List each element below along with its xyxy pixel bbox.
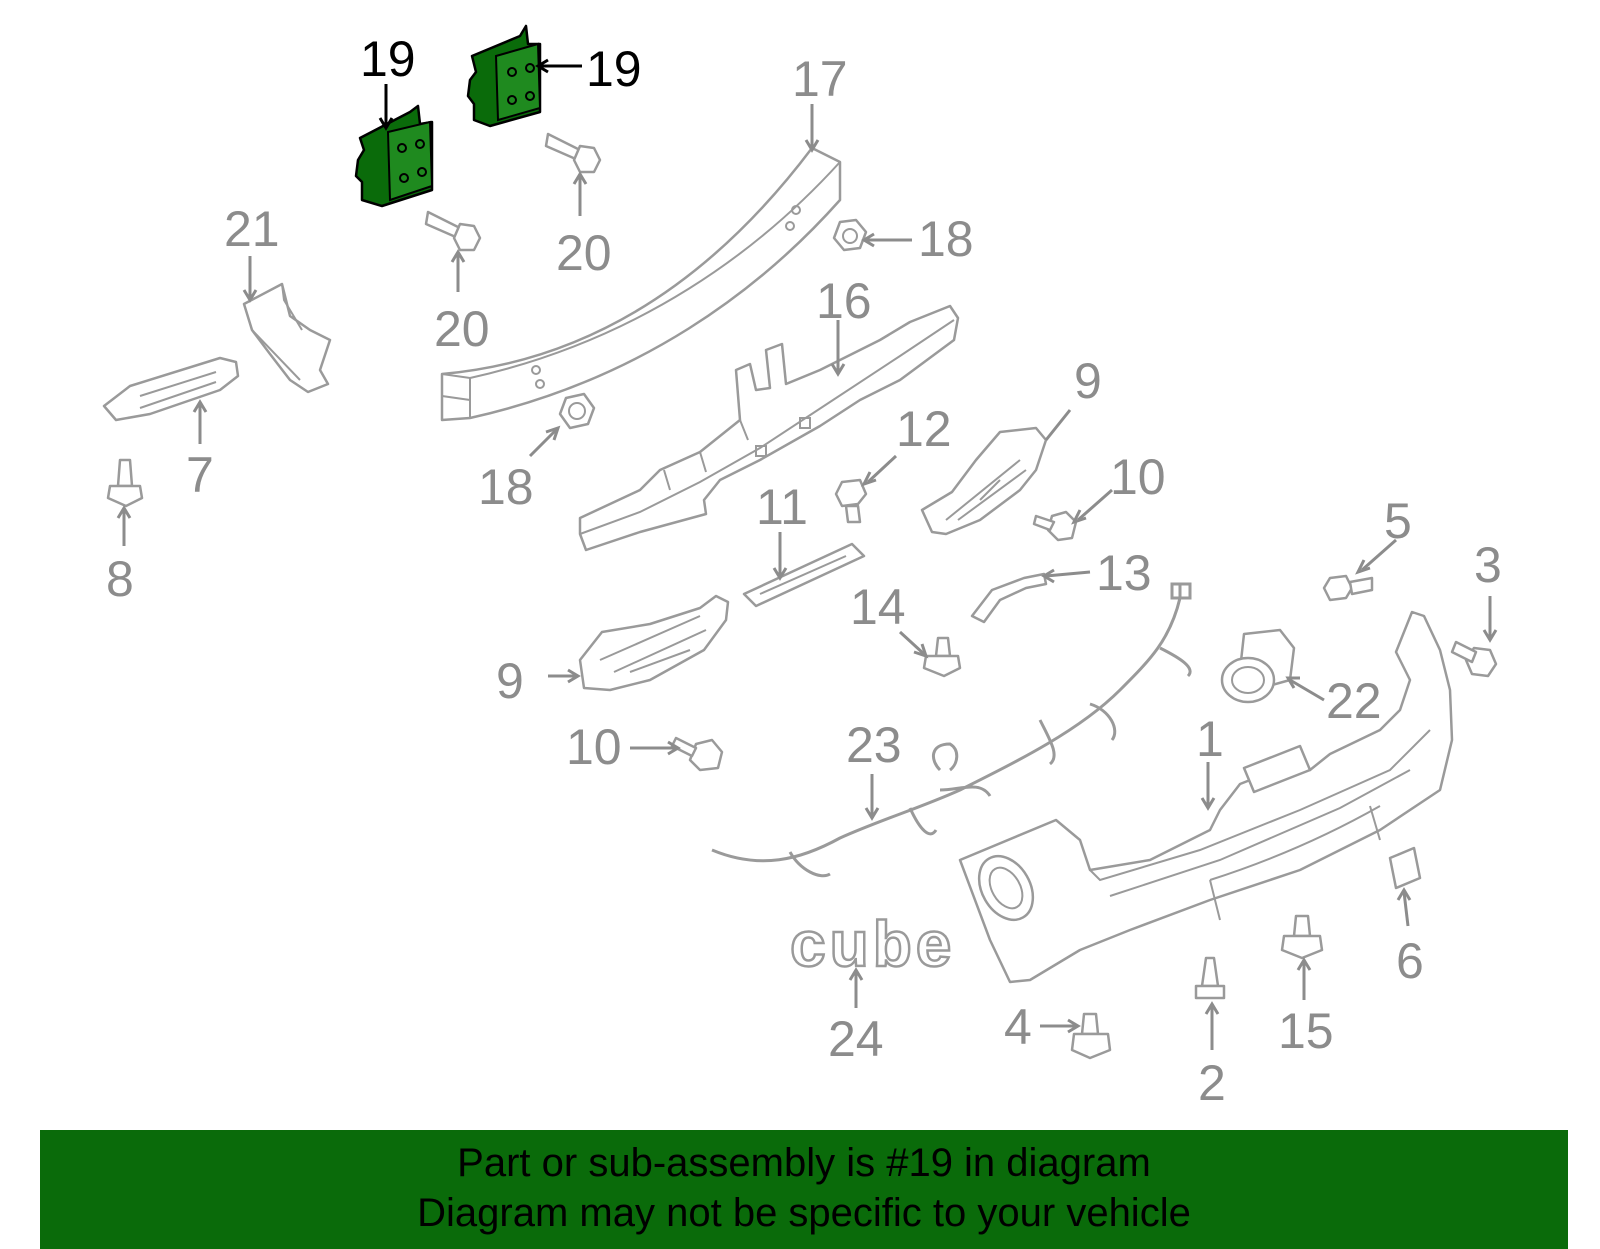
part-7-side-trim[interactable]	[102, 356, 240, 422]
callout-7: 7	[186, 447, 214, 503]
callout-21: 21	[224, 201, 280, 257]
callout-22: 22	[1326, 673, 1382, 729]
part-1-bumper-cover[interactable]	[958, 610, 1454, 984]
callout-9-upper: 9	[1074, 353, 1102, 409]
part-16-energy-absorber[interactable]	[578, 304, 960, 552]
part-3-bolt[interactable]	[1450, 640, 1498, 678]
callout-16: 16	[816, 273, 872, 329]
callout-20-lower: 20	[434, 301, 490, 357]
part-2-push-pin[interactable]	[1194, 956, 1226, 1000]
part-9-bracket-upper[interactable]	[920, 426, 1048, 536]
part-18-nut-lower[interactable]	[558, 392, 596, 430]
part-10-bolt-upper[interactable]	[1032, 510, 1078, 542]
part-24-emblem[interactable]: cube	[789, 907, 955, 982]
callout-20-upper: 20	[556, 225, 612, 281]
svg-text:cube: cube	[790, 908, 955, 980]
part-6-clip[interactable]	[1388, 846, 1422, 890]
callout-9-lower: 9	[496, 653, 524, 709]
callout-18-lower: 18	[478, 459, 534, 515]
callout-labels: 19 19 17 18 20 20 21 16 9 12 7 18 10 11 …	[106, 31, 1502, 1111]
part-20-bolt-upper[interactable]	[544, 132, 602, 174]
part-8-screw[interactable]	[106, 458, 144, 508]
callout-11: 11	[756, 479, 808, 535]
callout-10-lower: 10	[566, 719, 622, 775]
part-11-plate[interactable]	[742, 542, 866, 608]
part-15-clip[interactable]	[1280, 914, 1324, 960]
part-14-clip[interactable]	[922, 636, 962, 678]
callout-4: 4	[1004, 999, 1032, 1055]
callout-12: 12	[896, 401, 952, 457]
part-19-bracket-left[interactable]	[354, 104, 434, 208]
part-22-parking-sensor[interactable]	[1220, 628, 1296, 704]
part-12-bolt[interactable]	[834, 478, 868, 524]
callout-24: 24	[828, 1011, 884, 1067]
part-18-nut-upper[interactable]	[832, 218, 868, 252]
callout-19-right: 19	[586, 41, 642, 97]
part-4-screw[interactable]	[1070, 1012, 1112, 1060]
leader-lines	[116, 58, 1498, 1050]
part-21-side-bracket[interactable]	[242, 282, 332, 394]
callout-18-upper: 18	[918, 211, 974, 267]
part-5-bolt[interactable]	[1322, 574, 1374, 602]
part-10-bolt-lower[interactable]	[670, 736, 724, 772]
caption-line-2: Diagram may not be specific to your vehi…	[417, 1191, 1191, 1235]
callout-6: 6	[1396, 933, 1424, 989]
callout-19-left: 19	[360, 31, 416, 87]
callout-14: 14	[850, 579, 906, 635]
parts-diagram: cube 19 19 17 18	[102, 24, 1502, 1111]
part-9-bracket-lower[interactable]	[578, 594, 730, 692]
caption-band: Part or sub-assembly is #19 in diagram D…	[40, 1130, 1568, 1249]
callout-1: 1	[1196, 711, 1224, 767]
callout-2: 2	[1198, 1055, 1226, 1111]
callout-10-upper: 10	[1110, 449, 1166, 505]
part-13-wire-bracket[interactable]	[970, 572, 1048, 624]
callout-23: 23	[846, 717, 902, 773]
part-20-bolt-lower[interactable]	[424, 210, 482, 252]
callout-15: 15	[1278, 1003, 1334, 1059]
callout-3: 3	[1474, 537, 1502, 593]
part-17-bumper-reinforcement[interactable]	[440, 146, 842, 422]
callout-5: 5	[1384, 493, 1412, 549]
callout-13: 13	[1096, 545, 1152, 601]
callout-8: 8	[106, 551, 134, 607]
part-23-wire-harness[interactable]	[711, 582, 1192, 878]
part-19-bracket-right[interactable]	[466, 24, 542, 128]
callout-17: 17	[792, 51, 848, 107]
caption-line-1: Part or sub-assembly is #19 in diagram	[457, 1141, 1151, 1185]
